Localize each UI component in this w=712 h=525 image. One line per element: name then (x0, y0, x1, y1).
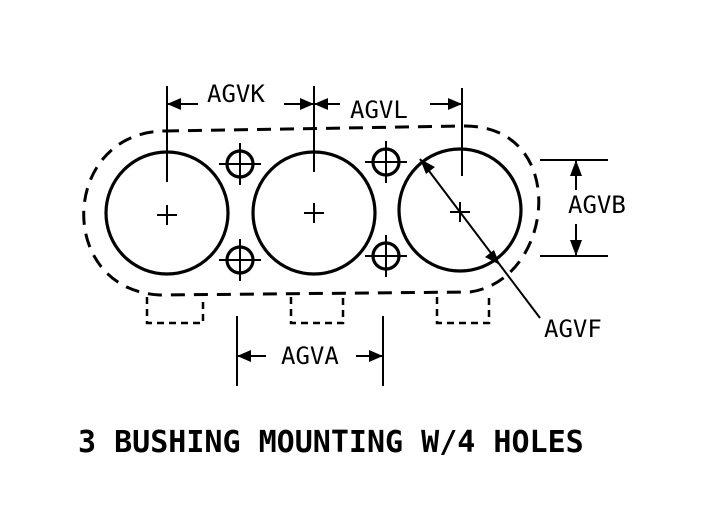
mounting-hole-bottom-right (365, 235, 407, 277)
top-extension-lines (166, 86, 463, 182)
dimension-label-agvl: AGVL (350, 96, 408, 124)
dimension-label-agvb: AGVB (568, 191, 626, 219)
dimension-agvl: AGVL (314, 96, 462, 124)
mounting-hole-top-left (219, 143, 261, 185)
dimension-agva: AGVA (236, 316, 384, 386)
mounting-foot-left (145, 297, 205, 325)
dimension-label-agvf: AGVF (544, 315, 602, 343)
mounting-foot-right (435, 297, 491, 325)
mounting-foot-center (289, 297, 345, 325)
dimension-agvb: AGVB (540, 159, 626, 257)
mounting-feet (145, 297, 491, 325)
mounting-plate-outline (82, 124, 541, 297)
bushing-right (397, 147, 523, 273)
dimension-label-agva: AGVA (281, 342, 339, 370)
mounting-hole-bottom-left (219, 239, 261, 281)
dimension-agvk: AGVK (167, 80, 314, 110)
mounting-holes (219, 141, 407, 281)
mounting-hole-top-right (365, 141, 407, 183)
figure-caption: 3 BUSHING MOUNTING W/4 HOLES (78, 425, 584, 460)
dimension-label-agvk: AGVK (207, 80, 265, 108)
dimension-agvf: AGVF (419, 158, 602, 343)
